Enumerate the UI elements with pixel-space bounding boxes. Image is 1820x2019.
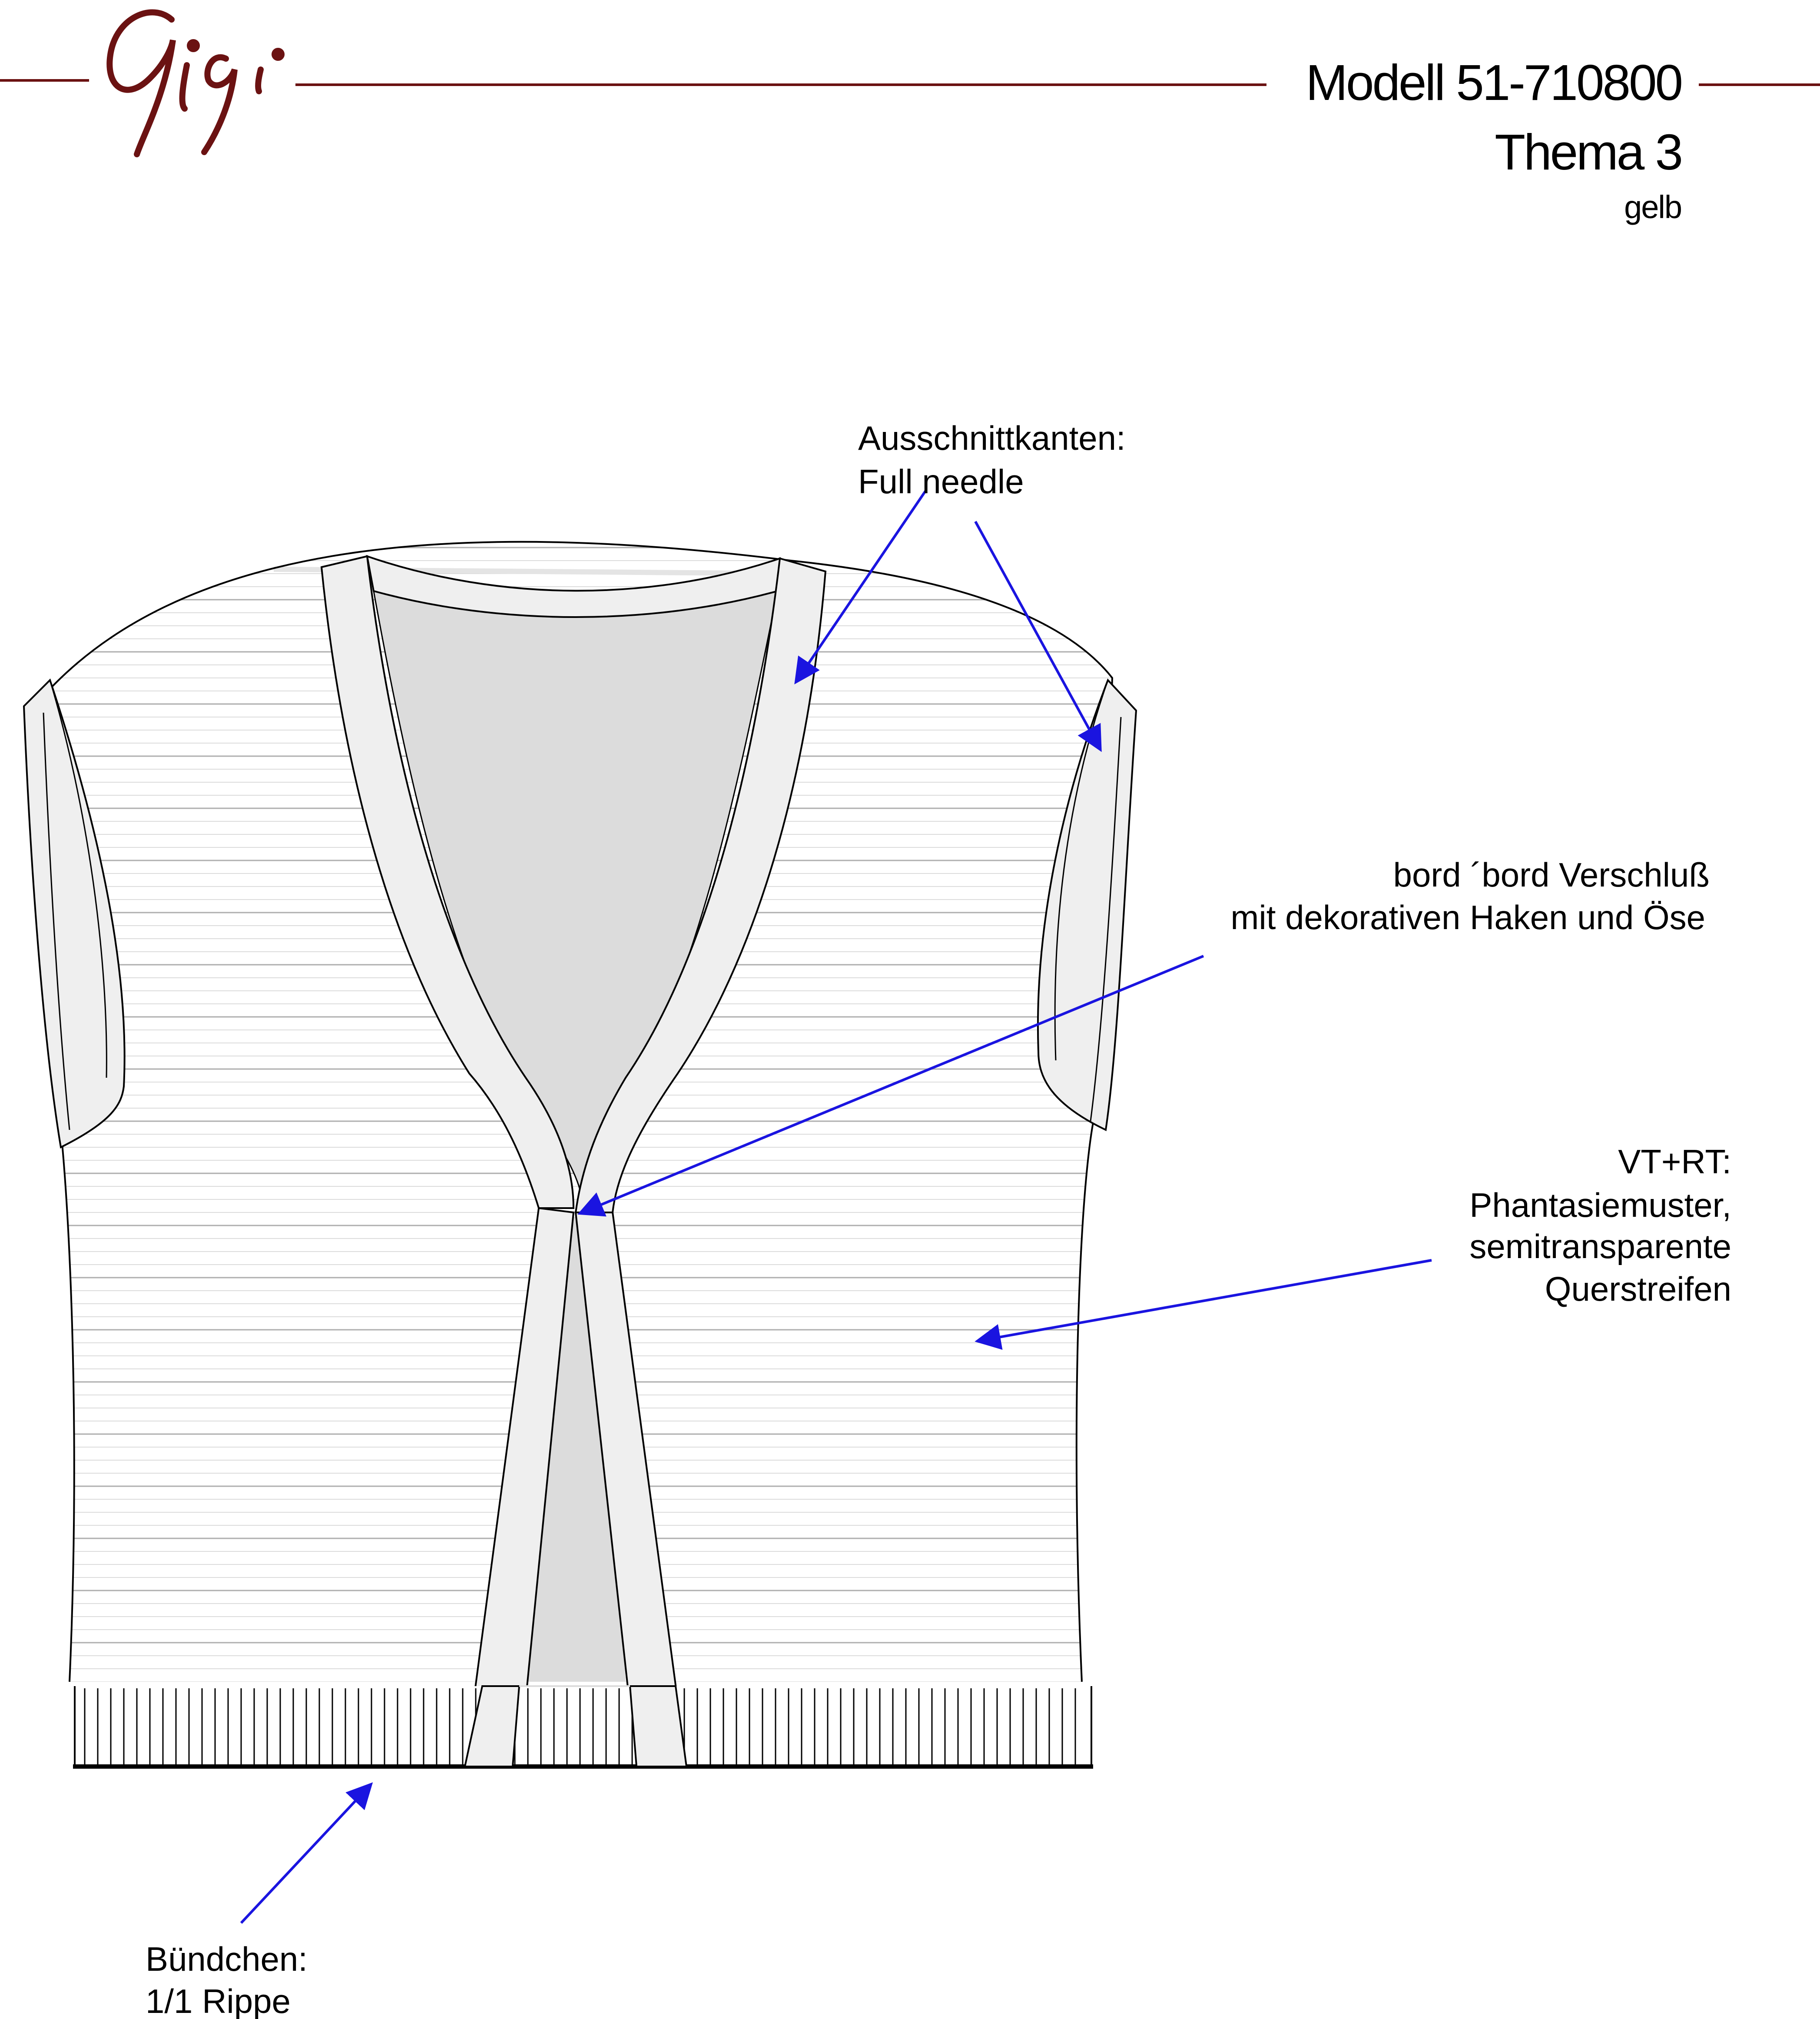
model-number: Modell 51-710800 [1306,54,1681,111]
annotation-cuff-line2: 1/1 Rippe [146,1982,291,2019]
annotation-neckline-line2: Full needle [858,462,1024,501]
brand-logo [106,9,285,157]
annotation-neckline: Ausschnittkanten: Full needle [858,419,1126,501]
color-label: gelb [1624,189,1681,225]
header: Modell 51-710800 Thema 3 gelb [0,9,1820,225]
annotation-closure: bord ´bord Verschluß mit dekorativen Hak… [1230,856,1710,936]
left-front-band [320,555,575,1209]
right-armhole-trim [1037,678,1137,1131]
arrow-neckline-front [794,490,927,684]
theme-label: Thema 3 [1495,124,1681,180]
annotation-body-line3: semitransparente [1469,1227,1731,1265]
arrow-cuff [240,1782,373,1924]
annotation-body: VT+RT: Phantasiemuster, semitransparente… [1469,1142,1731,1308]
annotation-closure-line1: bord ´bord Verschluß [1393,856,1710,894]
left-armhole-inner [43,680,107,1130]
rib-cuff [73,1685,1093,1769]
arrow-neckline-armhole [974,521,1102,752]
arrow-body [975,1259,1432,1350]
annotation-closure-line2: mit dekorativen Haken und Öse [1230,898,1705,936]
arrow-closure [577,955,1204,1217]
annotation-cuff: Bündchen: 1/1 Rippe [146,1940,308,2019]
callout-arrows [240,490,1432,1924]
annotation-neckline-line1: Ausschnittkanten: [858,419,1126,457]
annotation-body-line1: VT+RT: [1618,1142,1731,1181]
left-armhole-trim [23,678,126,1149]
annotation-body-line2: Phantasiemuster, [1469,1186,1731,1224]
annotation-cuff-line1: Bündchen: [146,1940,308,1978]
vest-drawing [23,541,1137,1769]
annotation-body-line4: Querstreifen [1545,1270,1731,1308]
